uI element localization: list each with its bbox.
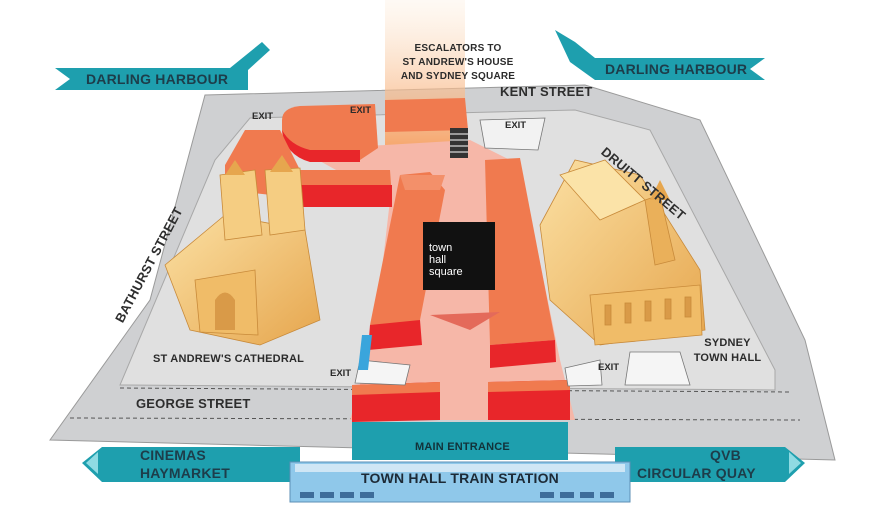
- banner-darling-harbour-left: [55, 42, 270, 90]
- cinemas-label: CINEMAS: [140, 447, 206, 463]
- train-station-windows: [300, 492, 614, 498]
- escalators-line-2: ST ANDREW'S HOUSE: [402, 57, 514, 68]
- escalators-line-3: AND SYDNEY SQUARE: [400, 71, 516, 82]
- town-hall-square-logo: town hall square: [429, 242, 463, 278]
- darling-harbour-left-label: DARLING HARBOUR: [86, 71, 229, 87]
- cathedral-label: ST ANDREW'S CATHEDRAL: [153, 353, 305, 365]
- banner-darling-harbour-right: [555, 30, 765, 80]
- logo-line-2: hall: [429, 254, 447, 266]
- escalators-line-1: ESCALATORS TO: [414, 43, 502, 54]
- banner-chevrons: [86, 452, 801, 474]
- darling-harbour-right-label: DARLING HARBOUR: [605, 61, 748, 77]
- escalator-building: [385, 98, 468, 132]
- banner-bottom-left: [82, 447, 300, 482]
- top-right-ramp: [479, 117, 546, 151]
- exit-top-right-label: EXIT: [505, 120, 527, 131]
- front-right-building-top: [488, 380, 570, 392]
- logo-line-3: square: [429, 266, 463, 278]
- town-hall-line-2: TOWN HALL: [693, 352, 762, 364]
- blue-accent: [358, 335, 372, 370]
- top-left-building-side: [300, 185, 392, 207]
- town-hall-line-1: SYDNEY: [704, 337, 751, 349]
- town-hall-square-logo-box: [423, 222, 495, 290]
- left-long-building-side: [368, 320, 422, 350]
- exit-bottom-right-label: EXIT: [598, 362, 620, 373]
- george-street-label: GEORGE STREET: [136, 396, 251, 411]
- exit-top-mid-label: EXIT: [350, 105, 372, 116]
- left-long-building-top: [400, 175, 445, 190]
- qvb-label: QVB: [710, 447, 741, 463]
- town-hall-building: [539, 159, 706, 346]
- train-station-label: TOWN HALL TRAIN STATION: [361, 470, 559, 486]
- top-stairs: [450, 128, 468, 158]
- haymarket-label: HAYMARKET: [140, 465, 230, 481]
- town-hall-stairs: [624, 351, 691, 386]
- front-left-building-top: [352, 382, 440, 395]
- exit-bottom-left-label: EXIT: [330, 368, 352, 379]
- logo-pointer: [430, 312, 500, 330]
- left-long-building: [370, 172, 445, 330]
- left-front-stairs: [354, 359, 411, 386]
- exit-building-top-side: [282, 130, 360, 162]
- main-entrance-label: MAIN ENTRANCE: [415, 441, 510, 453]
- top-stairs-steps: [450, 133, 468, 153]
- banner-bottom-right: [615, 447, 805, 482]
- logo-line-1: town: [429, 242, 453, 254]
- right-front-stairs: [564, 359, 603, 387]
- town-hall-label: SYDNEY TOWN HALL: [690, 336, 765, 366]
- cathedral-building: [164, 155, 321, 346]
- exit-top-left-label: EXIT: [252, 111, 274, 122]
- right-long-building-side: [490, 340, 556, 368]
- circular-quay-label: CIRCULAR QUAY: [637, 465, 756, 481]
- main-entrance-floor: [352, 422, 568, 460]
- right-long-building: [485, 158, 555, 345]
- train-station-top: [295, 464, 625, 472]
- kent-street-label: KENT STREET: [500, 84, 593, 99]
- escalators-label: ESCALATORS TO ST ANDREW'S HOUSE AND SYDN…: [388, 42, 528, 84]
- exit-building-top: [282, 104, 378, 160]
